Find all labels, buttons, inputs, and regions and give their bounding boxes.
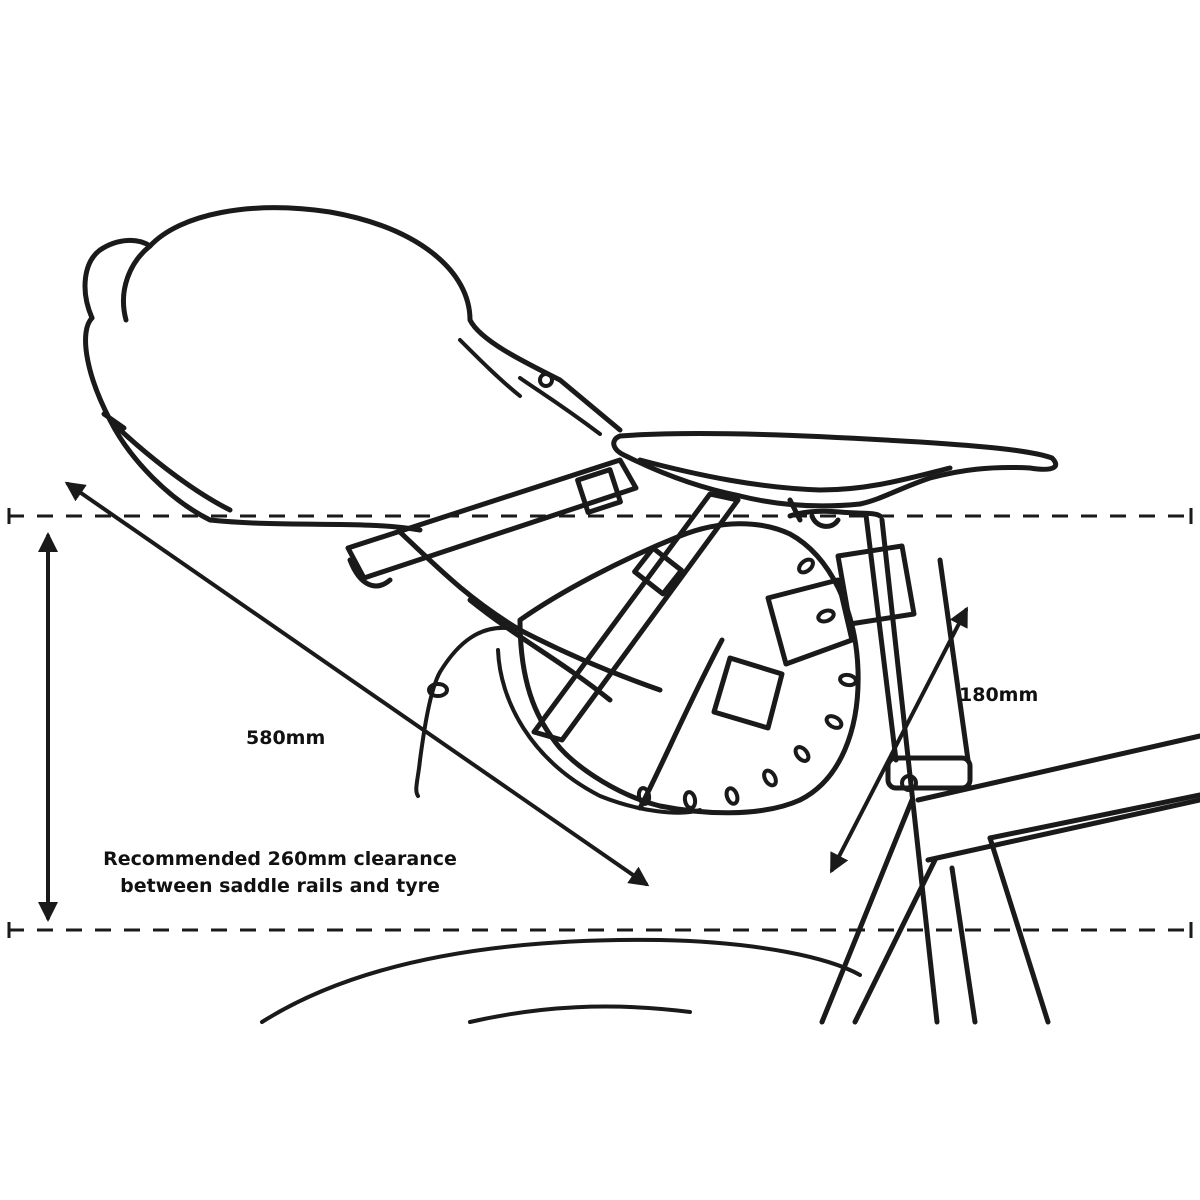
- depth-arrow: [830, 606, 968, 874]
- depth-dimension-label: 180mm: [959, 684, 1039, 706]
- length-arrow: [64, 481, 650, 887]
- velcro-patch: [711, 655, 785, 731]
- bike-frame: [819, 517, 1200, 1025]
- clearance-note: Recommended 260mm clearance between sadd…: [60, 846, 500, 900]
- clearance-note-line-2: between saddle rails and tyre: [120, 875, 440, 897]
- rear-wheel: [260, 937, 862, 1024]
- length-dimension-label: 580mm: [246, 727, 326, 749]
- saddle: [611, 431, 1059, 523]
- dry-bag: [82, 205, 663, 703]
- clearance-note-line-1: Recommended 260mm clearance: [103, 848, 457, 870]
